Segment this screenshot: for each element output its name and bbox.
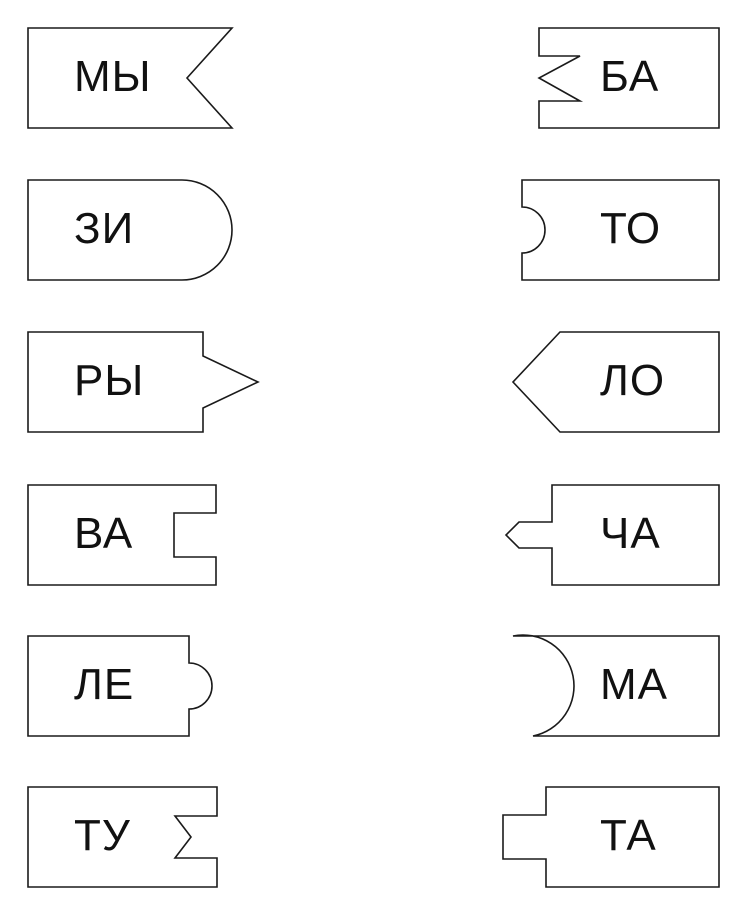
left-syllable-5: ЛЕ [74, 660, 135, 709]
right-piece-1[interactable]: БА [536, 27, 721, 129]
small-point-tab-connector-shape [504, 484, 720, 586]
left-piece-3[interactable]: РЫ [27, 331, 267, 433]
left-syllable-4: ВА [74, 509, 134, 558]
square-tab-connector-shape [502, 786, 720, 888]
left-syllable-1: МЫ [74, 52, 152, 101]
right-piece-2[interactable]: ТО [517, 179, 721, 281]
right-piece-6[interactable]: ТА [500, 786, 721, 888]
square-notch-connector-shape [27, 484, 217, 586]
left-piece-6[interactable]: ТУ [27, 786, 227, 888]
v-notch-connector-shape [537, 27, 720, 129]
left-piece-2[interactable]: ЗИ [27, 179, 237, 281]
round-tab-connector-shape [27, 635, 213, 737]
point-tab-connector-shape [511, 331, 720, 433]
right-syllable-3: ЛО [600, 356, 666, 405]
point-tab-connector-shape [27, 331, 260, 433]
right-syllable-4: ЧА [600, 509, 661, 558]
round-tab-connector-shape [512, 634, 720, 737]
right-syllable-5: МА [600, 660, 668, 709]
right-piece-4[interactable]: ЧА [503, 484, 721, 586]
right-syllable-6: ТА [600, 811, 657, 860]
right-syllable-1: БА [600, 52, 660, 101]
right-piece-5[interactable]: МА [507, 634, 721, 737]
right-piece-3[interactable]: ЛО [510, 331, 721, 433]
v-notch-connector-shape [27, 786, 218, 888]
notch-connector-shape [27, 27, 234, 129]
left-piece-1[interactable]: МЫ [27, 27, 237, 129]
round-tab-connector-shape [27, 179, 233, 281]
left-syllable-2: ЗИ [74, 204, 135, 253]
round-notch-connector-shape [521, 179, 720, 281]
left-syllable-3: РЫ [74, 356, 145, 405]
left-piece-5[interactable]: ЛЕ [27, 635, 237, 737]
left-syllable-6: ТУ [74, 811, 131, 860]
left-piece-4[interactable]: ВА [27, 484, 227, 586]
right-syllable-2: ТО [600, 204, 662, 253]
